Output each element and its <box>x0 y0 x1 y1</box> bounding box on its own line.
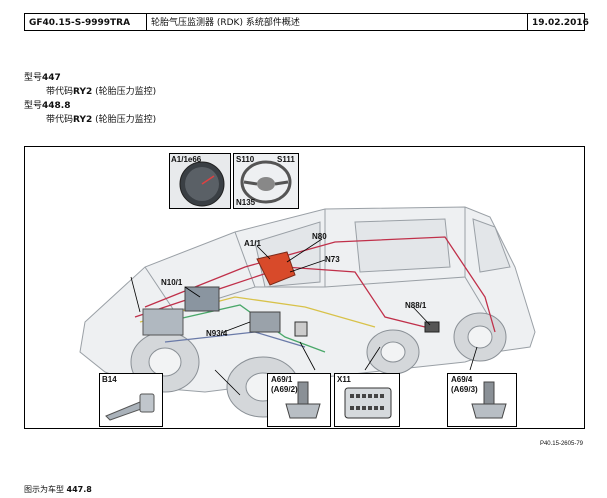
system-components-figure: A1/1e66 S110 S111 N135 A1/1 N80 N73 N10/… <box>24 146 585 429</box>
label-n93-4: N93/4 <box>206 329 228 338</box>
label-a69-1: A69/1 <box>271 375 293 384</box>
components <box>142 251 440 337</box>
label-n80: N80 <box>312 232 327 241</box>
callout-steering-wheel <box>233 153 299 209</box>
steering-wheel-icon <box>240 160 292 204</box>
code-line-1: 带代码RY2 (轮胎压力监控) <box>46 87 157 97</box>
doc-code: GF40.15-S-9999TRA <box>25 14 147 30</box>
callout-a69-1 <box>267 373 331 427</box>
label-n73: N73 <box>325 255 340 264</box>
temperature-sensor-icon <box>105 393 155 421</box>
label-n135: N135 <box>236 198 256 207</box>
label-a69-2: (A69/2) <box>271 385 298 394</box>
callout-instrument-cluster <box>169 153 231 209</box>
model-line-2: 型号448.8 <box>24 101 71 111</box>
code-line-2: 带代码RY2 (轮胎压力监控) <box>46 115 157 125</box>
figure-reference: P40.15-2605-79 <box>539 441 583 447</box>
label-a1-1e66: A1/1e66 <box>171 155 202 164</box>
speedometer-icon <box>179 161 225 207</box>
label-a69-3: (A69/3) <box>451 385 478 394</box>
model-line-1: 型号447 <box>24 73 61 83</box>
label-n88-1: N88/1 <box>405 301 427 310</box>
callout-x11 <box>334 373 400 427</box>
doc-title: 轮胎气压监测器 (RDK) 系统部件概述 <box>147 14 528 30</box>
label-n10-1: N10/1 <box>161 278 183 287</box>
tire-pressure-sensor-rear-icon <box>471 381 507 419</box>
callout-b14 <box>99 373 163 427</box>
connector-icon <box>344 387 392 419</box>
label-a69-4: A69/4 <box>451 375 473 384</box>
doc-date: 19.02.2016 <box>532 18 589 28</box>
figure-caption: 图示为车型 447.8 <box>24 485 92 494</box>
callout-a69-4 <box>447 373 517 427</box>
document-header: GF40.15-S-9999TRA 轮胎气压监测器 (RDK) 系统部件概述 1… <box>24 13 589 31</box>
tire-pressure-sensor-icon <box>285 381 321 419</box>
label-a1-1: A1/1 <box>244 239 261 248</box>
label-s111: S111 <box>277 155 295 164</box>
leader-lines <box>130 238 478 396</box>
label-x11: X11 <box>337 375 351 384</box>
label-b14: B14 <box>102 375 117 384</box>
label-s110: S110 <box>236 155 255 164</box>
